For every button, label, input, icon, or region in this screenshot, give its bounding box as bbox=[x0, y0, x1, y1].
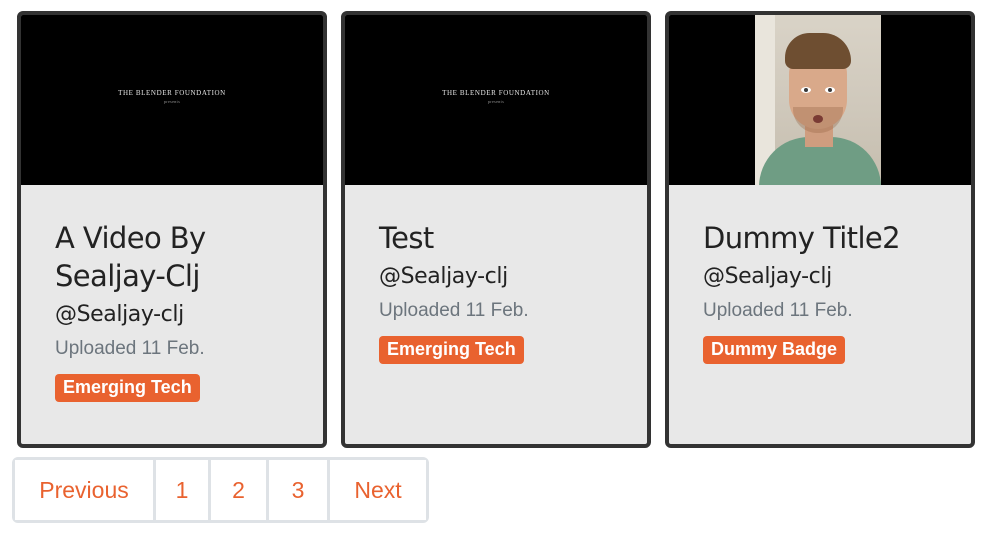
video-thumbnail[interactable]: The Blender Foundation presents bbox=[345, 15, 647, 185]
page-1-button[interactable]: 1 bbox=[156, 460, 211, 520]
video-thumbnail[interactable]: The Blender Foundation presents bbox=[21, 15, 323, 185]
photo-mouth bbox=[813, 115, 823, 123]
video-author[interactable]: @Sealjay-clj bbox=[55, 302, 184, 327]
category-badge: Emerging Tech bbox=[379, 336, 524, 364]
video-title[interactable]: Dummy Title2 bbox=[703, 221, 901, 255]
video-card[interactable]: The Blender Foundation presents A Video … bbox=[17, 11, 327, 448]
video-author[interactable]: @Sealjay-clj bbox=[379, 264, 508, 289]
video-card[interactable]: Dummy Title2 @Sealjay-clj Uploaded 11 Fe… bbox=[665, 11, 975, 448]
photo-hair bbox=[785, 33, 851, 69]
card-body: A Video By Sealjay-Clj @Sealjay-clj Uplo… bbox=[55, 219, 305, 402]
card-body: Dummy Title2 @Sealjay-clj Uploaded 11 Fe… bbox=[703, 219, 953, 364]
video-title[interactable]: A Video By Sealjay-Clj bbox=[55, 221, 206, 293]
next-page-button[interactable]: Next bbox=[330, 460, 426, 520]
person-photo bbox=[755, 15, 881, 185]
thumbnail-subtitle-text: presents bbox=[487, 99, 505, 104]
photo-neck bbox=[805, 125, 833, 147]
category-badge: Dummy Badge bbox=[703, 336, 846, 364]
video-thumbnail[interactable] bbox=[669, 15, 971, 185]
pagination: Previous 1 2 3 Next bbox=[12, 457, 429, 523]
page-2-button[interactable]: 2 bbox=[211, 460, 269, 520]
video-title[interactable]: Test bbox=[379, 221, 434, 255]
category-badge: Emerging Tech bbox=[55, 374, 200, 402]
upload-date: Uploaded 11 Feb. bbox=[703, 300, 853, 321]
thumbnail-title-text: The Blender Foundation bbox=[442, 89, 550, 97]
photo-background bbox=[755, 15, 775, 185]
photo-eye bbox=[801, 87, 811, 93]
upload-date: Uploaded 11 Feb. bbox=[379, 300, 529, 321]
card-body: Test @Sealjay-clj Uploaded 11 Feb. Emerg… bbox=[379, 219, 629, 364]
thumbnail-subtitle-text: presents bbox=[163, 99, 181, 104]
thumbnail-title-text: The Blender Foundation bbox=[118, 89, 226, 97]
video-author[interactable]: @Sealjay-clj bbox=[703, 264, 832, 289]
upload-date: Uploaded 11 Feb. bbox=[55, 338, 205, 359]
photo-eye bbox=[825, 87, 835, 93]
video-card[interactable]: The Blender Foundation presents Test @Se… bbox=[341, 11, 651, 448]
previous-page-button[interactable]: Previous bbox=[15, 460, 156, 520]
page-3-button[interactable]: 3 bbox=[269, 460, 330, 520]
